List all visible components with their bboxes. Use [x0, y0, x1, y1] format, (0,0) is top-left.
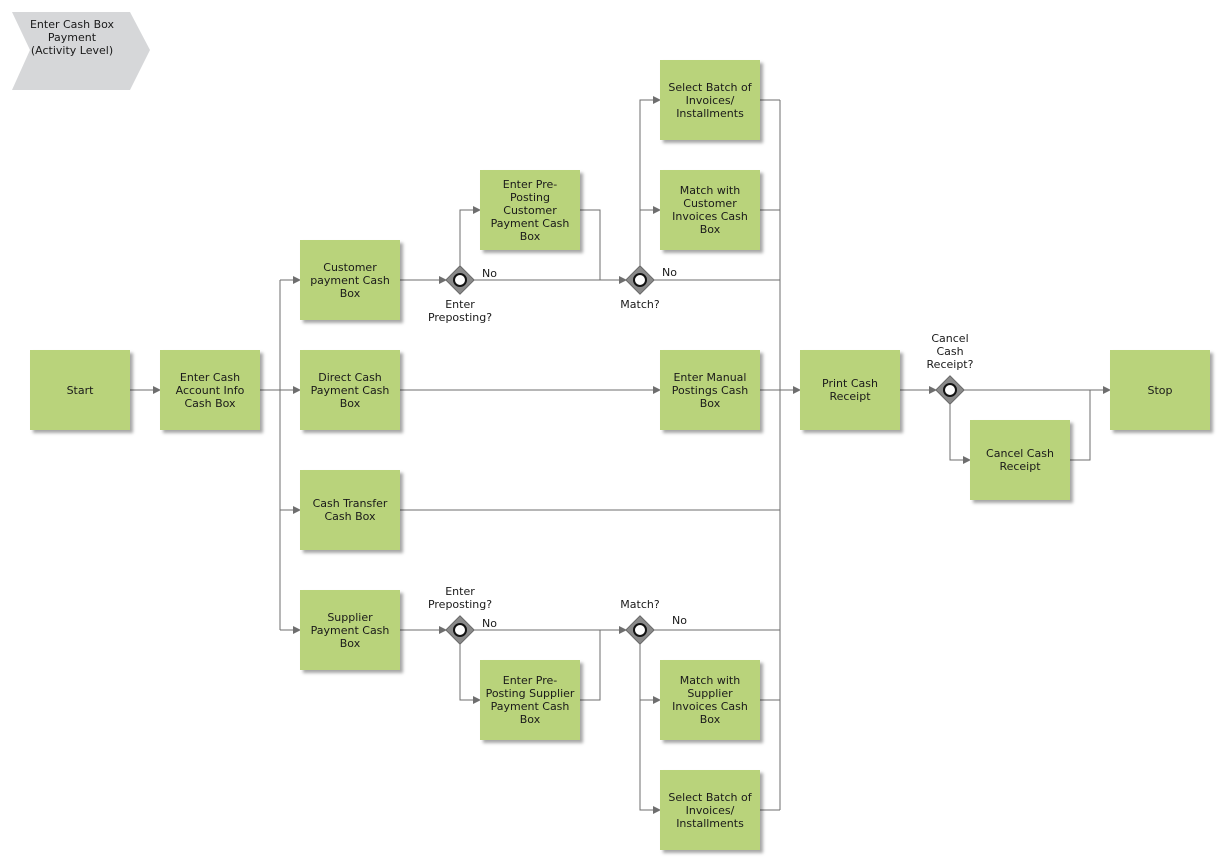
cancel-receipt-box: Cancel Cash Receipt — [970, 420, 1070, 500]
select-batch-top-box: Select Batch of Invoices/ Installments — [660, 60, 760, 140]
start-box: Start — [30, 350, 130, 430]
title-banner — [12, 12, 150, 90]
enter-manual-postings-box: Enter Manual Postings Cash Box — [660, 350, 760, 430]
stop-box: Stop — [1110, 350, 1210, 430]
select-batch-bottom-box: Select Batch of Invoices/ Installments — [660, 770, 760, 850]
edge-label-no: No — [662, 266, 677, 279]
supplier-payment-box: Supplier Payment Cash Box — [300, 590, 400, 670]
customer-payment-box: Customer payment Cash Box — [300, 240, 400, 320]
print-receipt-box: Print Cash Receipt — [800, 350, 900, 430]
enter-cash-account-box: Enter Cash Account Info Cash Box — [160, 350, 260, 430]
gateway-label-enter-preposting-top: Enter Preposting? — [427, 298, 493, 324]
gateway-label-match-top: Match? — [620, 298, 660, 311]
enter-preposting-supplier-box: Enter Pre- Posting Supplier Payment Cash… — [480, 660, 580, 740]
edge-label-no: No — [482, 267, 497, 280]
cash-transfer-box: Cash Transfer Cash Box — [300, 470, 400, 550]
edge-label-no: No — [672, 614, 687, 627]
match-supplier-box: Match with Supplier Invoices Cash Box — [660, 660, 760, 740]
diagram-title: Enter Cash Box Payment (Activity Level) — [29, 18, 115, 57]
match-customer-box: Match with Customer Invoices Cash Box — [660, 170, 760, 250]
gateway-label-enter-preposting-bottom: Enter Preposting? — [427, 585, 493, 611]
direct-cash-box: Direct Cash Payment Cash Box — [300, 350, 400, 430]
enter-preposting-customer-box: Enter Pre- Posting Customer Payment Cash… — [480, 170, 580, 250]
gateway-shapes — [445, 265, 965, 645]
edge-label-no: No — [482, 617, 497, 630]
gateway-label-match-bottom: Match? — [620, 598, 660, 611]
gateway-label-cancel-receipt: Cancel Cash Receipt? — [926, 332, 974, 371]
